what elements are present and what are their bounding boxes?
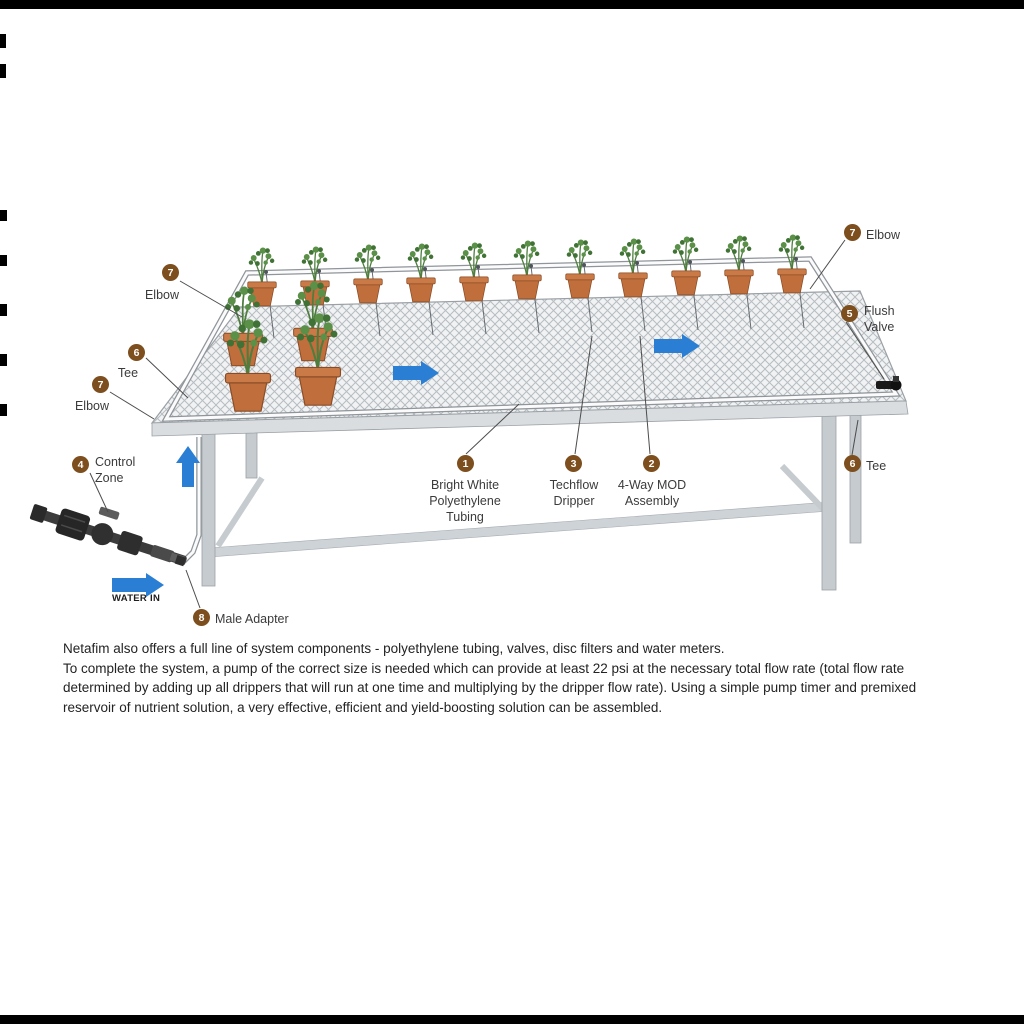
- footer-paragraph: Netafim also offers a full line of syste…: [63, 639, 967, 717]
- riser-flow-arrow-up-icon: [176, 446, 200, 487]
- callout-lines: [89, 239, 885, 609]
- callout-label-elbow-left-lower: Elbow: [74, 399, 110, 413]
- callout-label-male-adapter: Male Adapter: [215, 612, 289, 626]
- callout-badge-polyethylene-tubing: 1: [457, 455, 474, 472]
- flow-arrow-right-icon: [654, 334, 700, 358]
- callout-badge-elbow-left-upper: 7: [162, 264, 179, 281]
- diagonal-brace: [215, 476, 265, 548]
- male-adapter: [174, 554, 186, 567]
- perimeter-tubing: [161, 256, 901, 422]
- scan-artifact: [0, 354, 7, 366]
- callout-badge-flush-valve: 5: [841, 305, 858, 322]
- callout-label-flush-valve: Flush Valve: [864, 304, 895, 334]
- scan-artifact: [0, 404, 7, 416]
- callout-badge-tee-right: 6: [844, 455, 861, 472]
- callout-badge-elbow-left-lower: 7: [92, 376, 109, 393]
- table-legs: [201, 402, 862, 591]
- scan-artifact: [0, 34, 6, 48]
- callout-badge-elbow-top-right: 7: [844, 224, 861, 241]
- scan-artifact: [0, 304, 7, 316]
- flush-valve: [876, 376, 902, 391]
- diagonal-brace: [779, 463, 831, 517]
- callout-label-control-zone: Control Zone: [95, 455, 136, 485]
- callout-badge-4way-mod: 2: [643, 455, 660, 472]
- control-zone-assembly: [29, 504, 187, 566]
- mod-connectors: [264, 257, 798, 274]
- callout-label-tee-right: Tee: [866, 459, 887, 473]
- callout-label-tee-left: Tee: [117, 366, 139, 380]
- water-in-label: WATER IN: [112, 593, 161, 604]
- callout-badge-male-adapter: 8: [193, 609, 210, 626]
- table-top: [150, 290, 909, 437]
- mesh-surface: [150, 290, 907, 424]
- stretcher-bar: [208, 501, 831, 558]
- footer-line-2: To complete the system, a pump of the co…: [63, 660, 917, 715]
- front-rail: [151, 400, 909, 437]
- scan-artifact: [0, 210, 7, 221]
- supply-tube: [182, 437, 202, 563]
- callout-label-techflow-dripper: Techflow Dripper: [549, 478, 599, 508]
- callout-label-elbow-left-upper: Elbow: [144, 288, 180, 302]
- callout-badge-tee-left: 6: [128, 344, 145, 361]
- flow-arrow-right-icon: [393, 361, 439, 385]
- footer-line-1: Netafim also offers a full line of syste…: [63, 641, 725, 656]
- callout-label-elbow-top-right: Elbow: [866, 228, 901, 242]
- bottom-border-bar: [0, 1015, 1024, 1024]
- callout-label-4way-mod: 4-Way MOD Assembly: [617, 478, 687, 508]
- water-in-arrow-icon: [112, 573, 164, 597]
- scan-artifact: [0, 64, 6, 78]
- top-border-bar: [0, 0, 1024, 9]
- scan-artifact: [0, 255, 7, 266]
- callout-badge-techflow-dripper: 3: [565, 455, 582, 472]
- callout-badge-control-zone: 4: [72, 456, 89, 473]
- callout-label-polyethylene-tubing: Bright White Polyethylene Tubing: [429, 478, 501, 524]
